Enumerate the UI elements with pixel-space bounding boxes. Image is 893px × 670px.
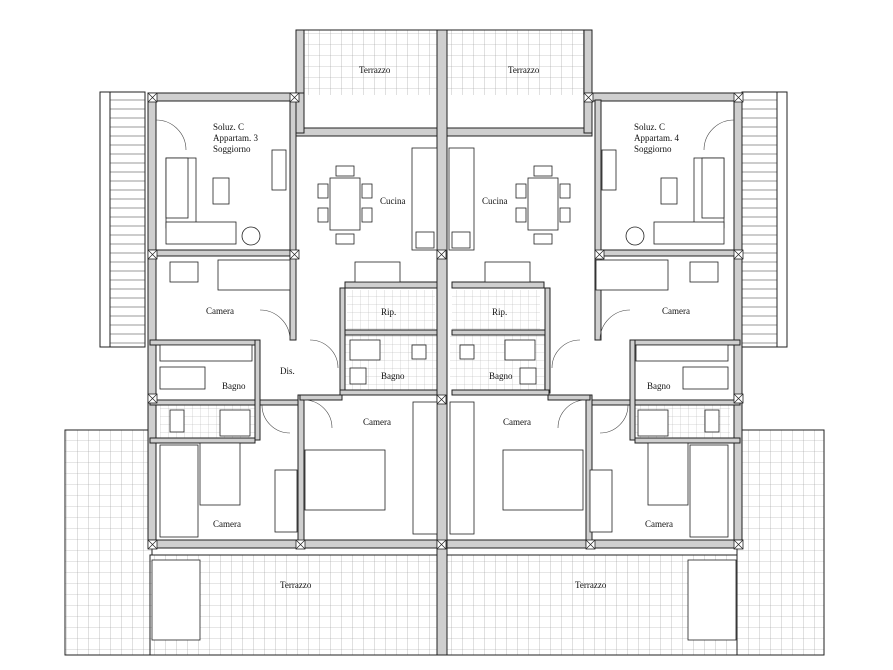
pillar-cross (289, 92, 300, 103)
pillar-cross (733, 539, 744, 550)
stair-left (99, 91, 146, 348)
label-bath-left-main: Bagno (381, 371, 405, 381)
pillar-cross (289, 249, 300, 260)
walls (147, 29, 743, 656)
room-labels: Terrazzo Terrazzo Terrazzo Terrazzo Solu… (206, 65, 690, 590)
label-apt3-living: Soggiorno (213, 144, 251, 154)
label-storage-left: Rip. (381, 307, 396, 317)
label-bedroom-right-lower: Camera (645, 519, 673, 529)
pillar-cross (733, 393, 744, 404)
door-swings (155, 119, 735, 434)
label-bath-right-small: Bagno (647, 381, 671, 391)
label-terrace-bottom-right: Terrazzo (575, 580, 607, 590)
pillar-cross (583, 92, 594, 103)
label-hall-left: Dis. (280, 366, 295, 376)
pillar-cross (295, 539, 306, 550)
label-storage-right: Rip. (492, 307, 507, 317)
pillar-cross (436, 249, 447, 260)
label-apt4-number: Appartam. 4 (634, 133, 679, 143)
structural-pillars (147, 92, 744, 550)
pillar-cross (147, 539, 158, 550)
label-terrace-bottom-left: Terrazzo (280, 580, 312, 590)
furniture-left (159, 147, 438, 538)
stair-right (741, 91, 788, 348)
pillar-cross (436, 539, 447, 550)
label-kitchen-left: Cucina (380, 196, 406, 206)
label-terrace-top-right: Terrazzo (508, 65, 540, 75)
pillar-cross (147, 249, 158, 260)
label-apt4-title: Soluz. C (634, 122, 665, 132)
label-apt3-number: Appartam. 3 (213, 133, 258, 143)
label-terrace-top-left: Terrazzo (359, 65, 391, 75)
terrace-bottom-left (64, 429, 438, 656)
pillar-cross (594, 249, 605, 260)
label-bedroom-left-lower: Camera (213, 519, 241, 529)
pillar-cross (147, 393, 158, 404)
terrace-bottom-right (446, 429, 825, 656)
furniture-right (448, 147, 729, 538)
label-apt4-living: Soggiorno (634, 144, 672, 154)
pillar-cross (733, 249, 744, 260)
pillar-cross (147, 92, 158, 103)
label-bath-left-small: Bagno (222, 381, 246, 391)
label-bedroom-right-upper: Camera (662, 306, 690, 316)
label-apt3-title: Soluz. C (213, 122, 244, 132)
pillar-cross (585, 539, 596, 550)
label-bedroom-left-upper: Camera (206, 306, 234, 316)
pillar-cross (733, 92, 744, 103)
label-bath-right-main: Bagno (489, 371, 513, 381)
label-kitchen-right: Cucina (482, 196, 508, 206)
label-bedroom-left-master: Camera (363, 417, 391, 427)
pillar-cross (436, 394, 447, 405)
label-bedroom-right-master: Camera (503, 417, 531, 427)
